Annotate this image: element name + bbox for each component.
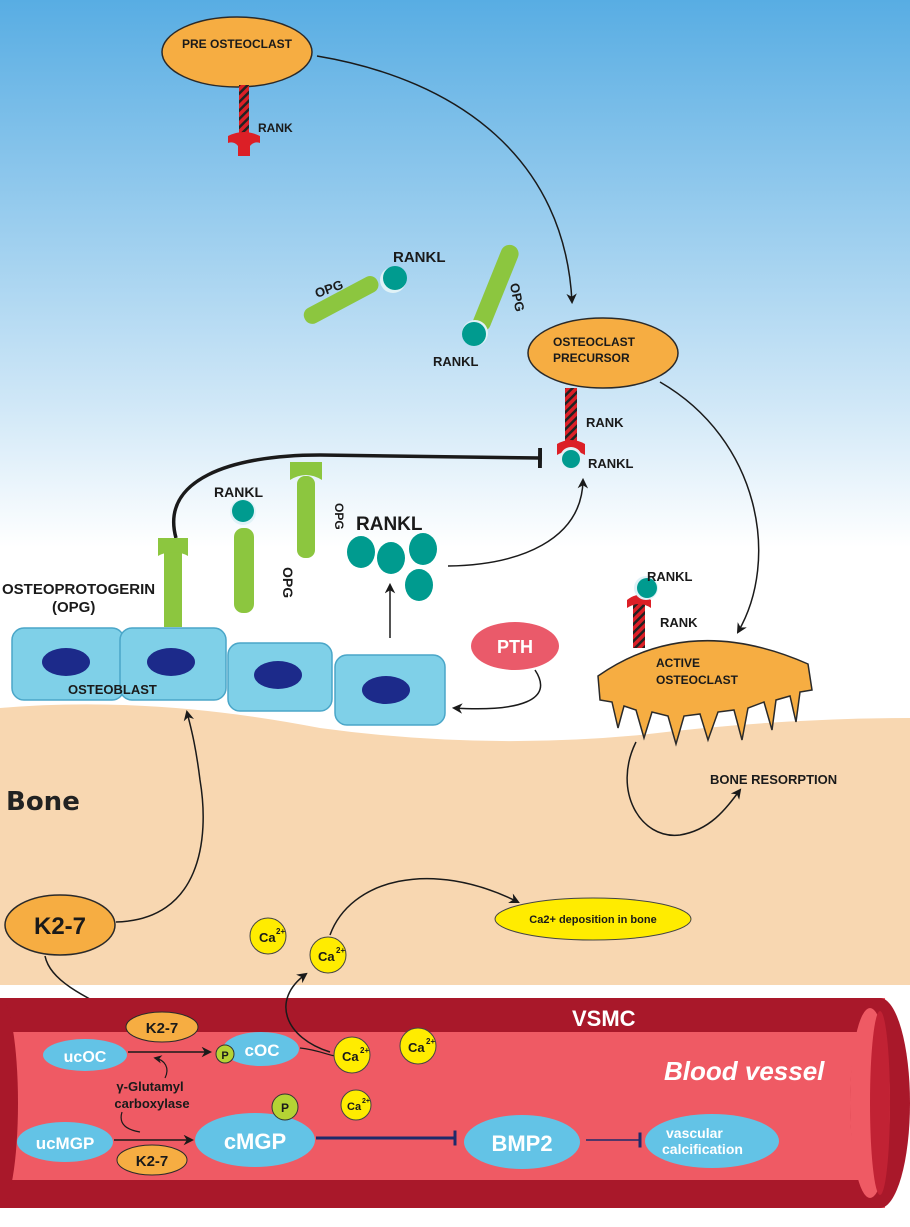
arrow-rankl-to-precursor [447,477,589,567]
ca-charge: 2+ [276,927,285,936]
arrow-k2-to-osteoblast [115,709,204,923]
coc-label: cOC [245,1041,280,1060]
bone-region [0,704,910,990]
vascular-label-1: vascular [666,1125,723,1141]
ca-sym: Ca [259,930,276,945]
ca-deposition-label: Ca2+ deposition in bone [529,914,656,926]
rank-receptor-active [633,600,645,648]
rankl-precursor-label: RANKL [588,456,634,471]
rank-precursor-label: RANK [586,415,624,430]
vsmc-label: VSMC [572,1006,636,1031]
ucoc-label: ucOC [64,1049,107,1066]
pth: PTH [451,622,559,714]
bone-label: Bone [6,787,80,817]
osteoprotegerin-label-2: (OPG) [52,599,95,616]
pre-osteoclast: PRE OSTEOCLAST RANK [161,16,313,156]
arrow-precursor-to-active [659,381,760,634]
ca-ion: Ca 2+ [399,1027,437,1065]
opg-on-rankl-label: OPG [280,567,296,598]
ca-sym: Ca [347,1101,362,1113]
rankl-active-label: RANKL [647,569,693,584]
p-label: P [221,1050,228,1062]
active-osteoclast-label-2: OSTEOCLAST [656,673,739,687]
vascular-calcification: vascular calcification [645,1114,779,1168]
cmgp: cMGP P [195,1093,315,1167]
rank-active-label: RANK [660,615,698,630]
opg-rankl-complex-1: OPG RANKL [303,249,446,324]
arrow-ca-to-bone [285,972,331,1053]
ca-ion: Ca 2+ [333,1036,371,1074]
ca-sym: Ca [318,949,335,964]
k2-7-vessel-1: K2-7 [125,1011,199,1043]
ca-ion: Ca 2+ [309,936,347,974]
arrow-pth-to-osteoblast [451,669,542,714]
rankl-on-opg-label: RANKL [214,484,263,500]
ca-ion: Ca 2+ [340,1089,372,1121]
bmp2-label: BMP2 [491,1131,552,1156]
precursor-label-2: PRECURSOR [553,351,630,365]
opg-rankl-complex-2: OPG RANKL [433,244,528,369]
ca-charge: 2+ [426,1037,435,1046]
nucleus [254,661,302,689]
k2-7-vessel-2: K2-7 [116,1144,188,1176]
precursor-label-1: OSTEOCLAST [553,335,636,349]
arrow-pre-to-precursor [316,55,577,305]
ca-charge: 2+ [360,1046,369,1055]
rank-top-label: RANK [258,121,293,135]
ca-charge: 2+ [336,946,345,955]
k2-7-main-label: K2-7 [34,913,86,940]
bmp2: BMP2 [464,1115,580,1169]
gamma-to-ucmgp-link [120,1111,141,1133]
nucleus [147,648,195,676]
blood-vessel-label: Blood vessel [664,1056,825,1086]
ca-sym: Ca [342,1049,359,1064]
rankl-cluster-label: RANKL [356,514,423,535]
opg-label-3: OPG [332,503,346,530]
coc: cOC P [215,1032,299,1066]
cmgp-label: cMGP [224,1129,286,1154]
opg-inhibition-line [172,447,543,539]
active-osteoclast-label-1: ACTIVE [656,656,700,670]
nucleus [362,676,410,704]
osteoblast-cells: OSTEOBLAST [11,627,446,726]
rankl-cluster: RANKL [347,514,437,601]
arrow-bone-resorption [626,741,742,836]
pre-osteoclast-label: PRE OSTEOCLAST [182,37,293,51]
ucoc: ucOC [43,1039,127,1071]
osteoblast-label: OSTEOBLAST [68,682,157,697]
ca-sym: Ca [408,1040,425,1055]
ca-ion: Ca 2+ [249,917,287,955]
ca-charge: 2+ [362,1098,370,1105]
active-osteoclast: RANKL RANK ACTIVE OSTEOCLAST [597,569,813,747]
arrow-gamma-to-ucoc [153,1055,168,1079]
nucleus [42,648,90,676]
opg-membrane-1 [158,538,188,627]
osteoprotegerin-label-1: OSTEOPROTOGERIN [2,581,155,598]
k2-7-main: K2-7 [4,894,116,956]
arrow-ca-to-deposition [329,877,520,936]
gamma-label-2: carboxylase [114,1096,189,1111]
ucmgp: ucMGP [17,1122,113,1162]
pth-label: PTH [497,637,533,657]
vascular-label-2: calcification [662,1141,743,1157]
ca-deposition: Ca2+ deposition in bone [494,897,692,941]
rank-receptor-top [239,85,249,135]
ucmgp-label: ucMGP [36,1134,95,1153]
osteoclast-precursor: OSTEOCLAST PRECURSOR RANK RANKL [527,317,679,471]
opg-free-3: OPG [290,462,346,558]
gamma-label-1: γ-Glutamyl [116,1079,183,1094]
k2-7-vessel-1-label: K2-7 [146,1020,179,1037]
sky-background [0,0,910,730]
rank-receptor-precursor [565,388,577,443]
bone-resorption-label: BONE RESORPTION [710,772,837,787]
rankl-label-2: RANKL [433,354,479,369]
opg-label-2: OPG [507,282,528,313]
k2-7-vessel-2-label: K2-7 [136,1153,169,1170]
rankl-label-1: RANKL [393,249,446,266]
opg-rankl-membrane: RANKL OPG [214,484,296,613]
p-label: P [281,1101,289,1115]
